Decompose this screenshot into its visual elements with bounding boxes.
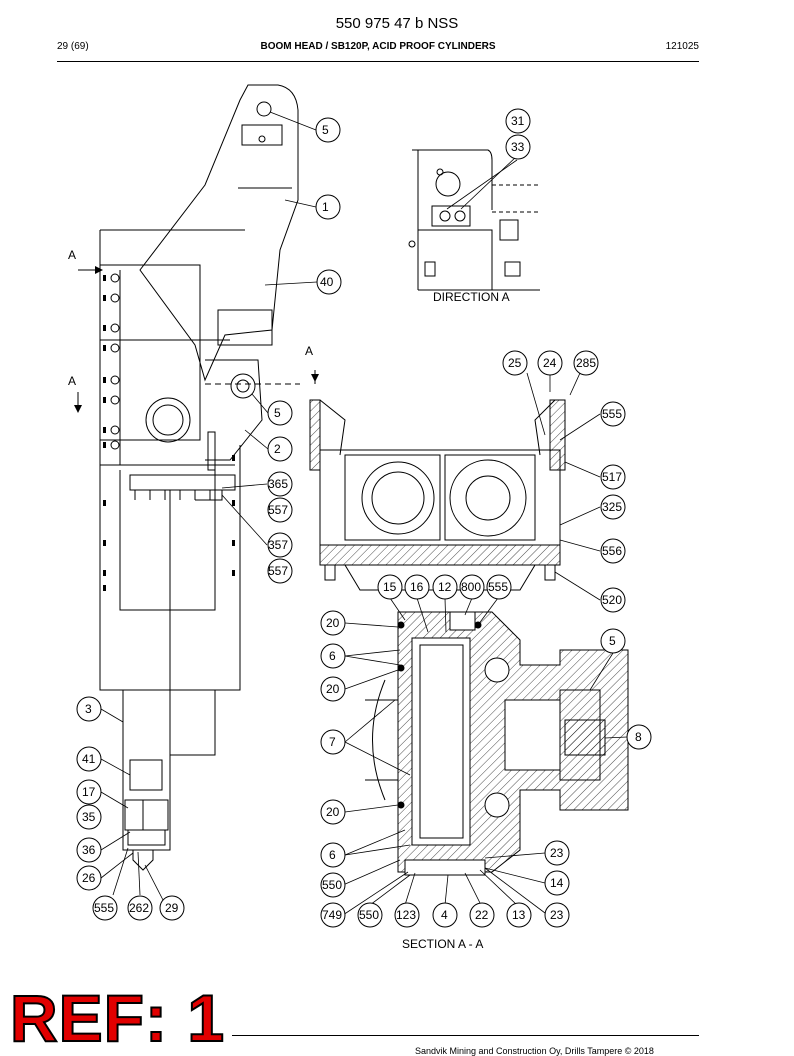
callout-label: 357 xyxy=(268,538,289,552)
callout-label: 2 xyxy=(274,442,281,456)
callout-label: 550 xyxy=(322,878,343,892)
callout-label: 4 xyxy=(441,908,448,922)
callout-label: 5 xyxy=(274,406,281,420)
callout-label: 365 xyxy=(268,477,289,491)
callout-label: 5 xyxy=(322,123,329,137)
callout-label: 557 xyxy=(268,564,289,578)
callout-label: 550 xyxy=(359,908,380,922)
footer-copyright: Sandvik Mining and Construction Oy, Dril… xyxy=(415,1046,654,1056)
callout-label: 16 xyxy=(410,580,424,594)
leader-lines xyxy=(100,111,628,916)
callout-label: 25 xyxy=(508,356,522,370)
callout-label: 35 xyxy=(82,810,96,824)
header-rule xyxy=(57,61,699,62)
document-number: 550 975 47 b NSS xyxy=(335,15,459,32)
ref-stamp: REF: 1 xyxy=(9,981,226,1055)
callout-label: 14 xyxy=(550,876,564,890)
callout-label: 36 xyxy=(82,843,96,857)
direction-a-label: DIRECTION A xyxy=(433,290,510,304)
callout-label: 8 xyxy=(635,730,642,744)
top-section-view xyxy=(309,399,566,591)
section-a-a-view xyxy=(365,611,629,876)
callout-label: 13 xyxy=(512,908,526,922)
callout-label: 15 xyxy=(383,580,397,594)
callout-label: 557 xyxy=(268,503,289,517)
direction-a-view xyxy=(408,149,540,291)
callout-label: 749 xyxy=(322,908,343,922)
callout-label: 6 xyxy=(329,649,336,663)
section-arrows xyxy=(74,266,319,413)
callout-label: 5 xyxy=(609,634,616,648)
callout-label: 33 xyxy=(511,140,525,154)
callout-label: 555 xyxy=(602,407,623,421)
callout-label: 41 xyxy=(82,752,96,766)
section-a-a-label: SECTION A - A xyxy=(402,937,484,951)
callout-label: 123 xyxy=(396,908,417,922)
callout-label: 556 xyxy=(602,544,623,558)
callout-label: 325 xyxy=(602,500,623,514)
callout-label: 31 xyxy=(511,114,525,128)
callout-label: 520 xyxy=(602,593,623,607)
callout-label: 800 xyxy=(461,580,482,594)
callout-label: 40 xyxy=(320,275,334,289)
callout-label: 262 xyxy=(129,901,150,915)
callout-label: 17 xyxy=(82,785,96,799)
callout-label: 26 xyxy=(82,871,96,885)
callout-label: 22 xyxy=(475,908,489,922)
callout-label: 29 xyxy=(165,901,179,915)
page-title: BOOM HEAD / SB120P, ACID PROOF CYLINDERS xyxy=(260,41,496,52)
footer-rule xyxy=(232,1035,699,1036)
callout-label: 23 xyxy=(550,908,564,922)
callout-label: 6 xyxy=(329,848,336,862)
boom-head-side-view xyxy=(77,84,316,871)
callout-label: 20 xyxy=(326,682,340,696)
callout-label: 23 xyxy=(550,846,564,860)
page-number: 29 (69) xyxy=(57,41,89,52)
header-row: 29 (69) BOOM HEAD / SB120P, ACID PROOF C… xyxy=(57,41,699,57)
section-mark: A xyxy=(68,374,77,388)
callout-bubbles xyxy=(76,108,652,928)
callout-label: 285 xyxy=(576,356,597,370)
callout-label: 24 xyxy=(543,356,557,370)
section-mark: A xyxy=(68,248,77,262)
callout-label: 555 xyxy=(94,901,115,915)
callout-label: 20 xyxy=(326,805,340,819)
callout-label: 1 xyxy=(322,200,329,214)
section-mark: A xyxy=(305,344,314,358)
document-date: 121025 xyxy=(665,41,699,52)
callout-label: 12 xyxy=(438,580,452,594)
callout-label: 20 xyxy=(326,616,340,630)
callout-label: 7 xyxy=(329,735,336,749)
callout-label: 3 xyxy=(85,702,92,716)
callout-label: 555 xyxy=(488,580,509,594)
callout-label: 517 xyxy=(602,470,623,484)
